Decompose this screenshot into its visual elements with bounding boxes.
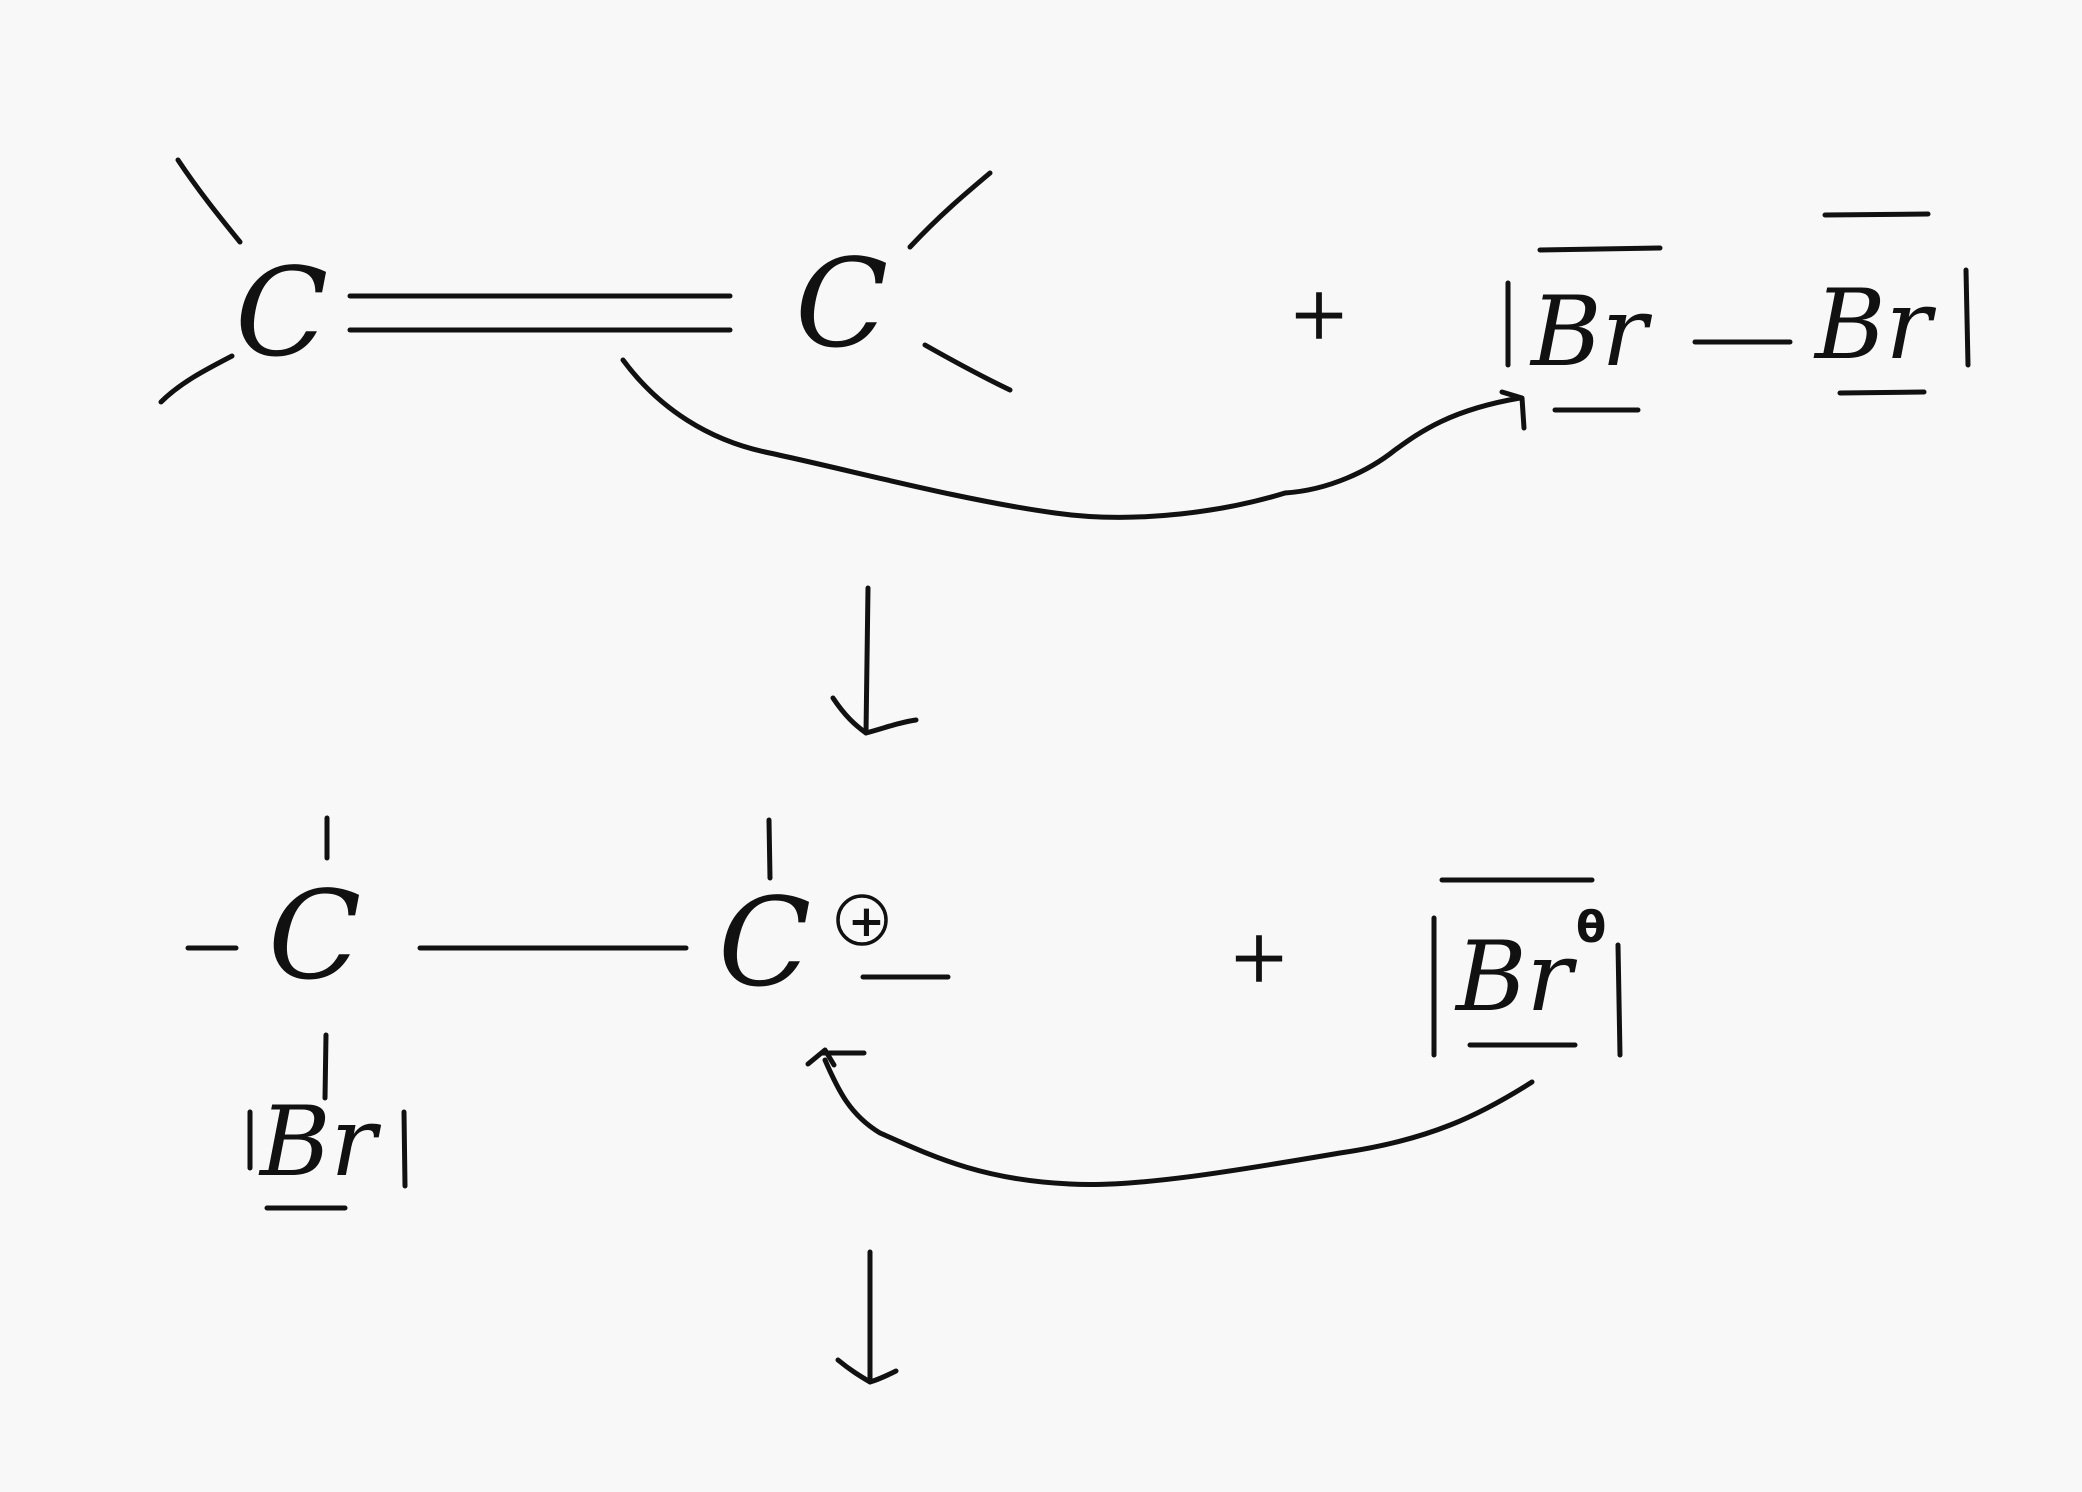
bromide-lone-pair-right [1615,942,1623,1058]
lower-left-bond [158,353,235,405]
bromonium-intermediate: C Br C + [185,815,951,1211]
reaction-arrow-shaft-1 [863,585,871,736]
arrowhead-2 [805,1047,837,1068]
curved-arrow-pi-to-br [620,357,1523,520]
bromide-anion: Br θ [1431,877,1623,1058]
bromide-label: Br [1454,921,1578,1033]
br2-lone-pair-bottom [1837,389,1927,396]
carbocation-label: C [718,872,811,1014]
arrowhead-1 [1499,389,1527,431]
br2-lone-pair-right [1963,267,1971,368]
br2-label: Br [1813,269,1937,381]
br1-lone-pair-top [1537,245,1663,253]
anion-charge-sign: θ [1576,902,1606,953]
dibromine-molecule: Br Br [1505,211,1971,413]
cation-charge-circle [836,894,888,946]
plus-sign-step1: + [1288,271,1350,357]
cation-charge-sign: + [848,896,885,947]
reaction-arrow-head-2 [835,1357,899,1385]
br2-lone-pair-top [1822,211,1931,218]
upper-left-bond [175,157,243,245]
plus-sign-step2: + [1228,914,1290,1000]
lower-right-bond [922,342,1013,393]
left-carbon-label-step2: C [268,865,361,1007]
bromine-substituent-label: Br [258,1086,382,1198]
right-carbon-label: C [795,233,888,375]
reaction-arrow-1 [830,585,919,736]
curved-arrow-bromide-to-cation [822,1057,1535,1188]
reaction-arrow-2 [835,1249,899,1385]
alkene-reactant: C C [158,157,1013,405]
electron-flow-arrow-2 [805,1047,1535,1188]
electron-flow-arrow-1 [620,357,1527,520]
left-carbon-label: C [235,242,328,384]
reaction-arrow-head-1 [830,695,919,736]
carbocation-top-bond [766,817,773,881]
left-carbon-bottom-bond [322,1032,329,1101]
br1-label: Br [1529,276,1653,388]
bromine-substituent-lone-pair-right [401,1109,408,1189]
upper-right-bond [907,170,993,250]
